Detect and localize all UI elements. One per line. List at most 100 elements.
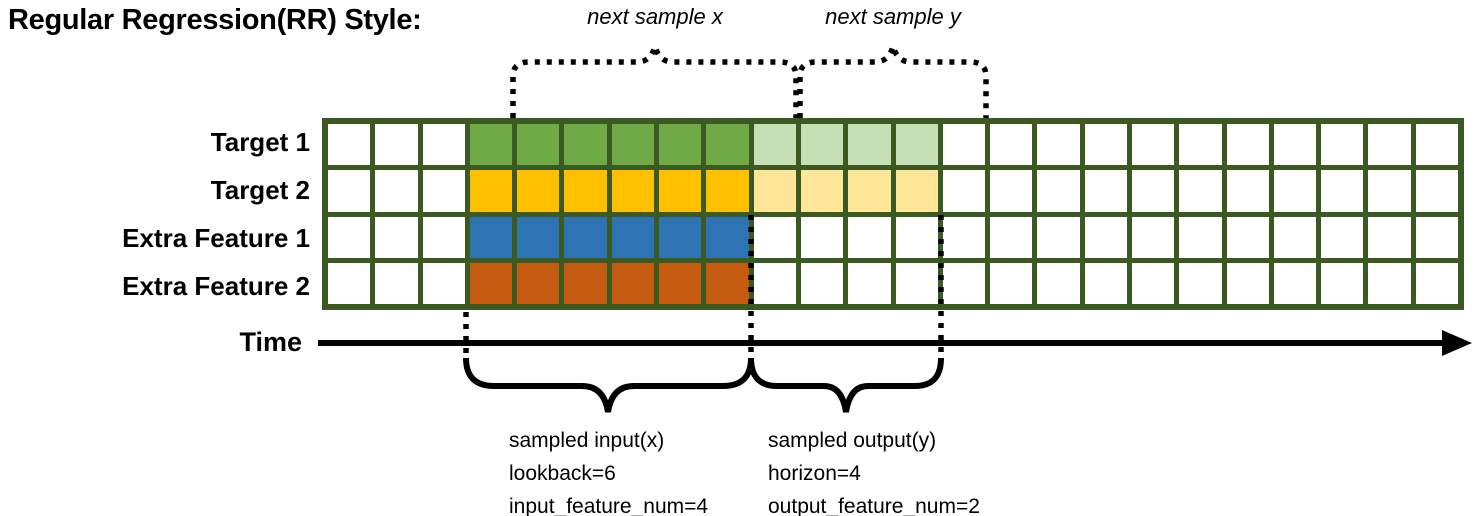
- grid-cell: [895, 216, 938, 258]
- grid-cell: [1368, 170, 1411, 212]
- grid-cell: [990, 216, 1033, 258]
- sampled-input-line-3: input_feature_num=4: [509, 495, 709, 516]
- grid-cell: [469, 262, 513, 304]
- sampled-output-line-2: horizon=4: [768, 462, 861, 485]
- grid-cell: [848, 170, 891, 212]
- grid-cell: [1037, 170, 1080, 212]
- grid-cell: [1415, 124, 1458, 166]
- grid-cell: [611, 262, 655, 304]
- grid-cell: [942, 262, 986, 304]
- sampled-input-caption: sampled input(x) lookback=6 input_featur…: [509, 424, 708, 516]
- grid-cell: [564, 124, 607, 166]
- grid-cell: [659, 124, 702, 166]
- grid-cell: [1037, 124, 1080, 166]
- grid-cell: [328, 170, 371, 212]
- grid-cell: [375, 262, 418, 304]
- grid-cell: [895, 170, 938, 212]
- grid-cell: [1226, 262, 1269, 304]
- row-labels: Target 1 Target 2 Extra Feature 1 Extra …: [0, 118, 310, 310]
- grid-cell: [564, 216, 607, 258]
- grid-cell: [753, 170, 796, 212]
- grid-cell: [1037, 216, 1080, 258]
- row-label-target-2: Target 2: [210, 174, 310, 205]
- sampled-output-line-1: sampled output(y): [768, 429, 937, 452]
- output-window-brace: [748, 357, 944, 413]
- grid-cell: [1084, 262, 1127, 304]
- grid-cell: [611, 170, 655, 212]
- grid-cell: [1273, 170, 1317, 212]
- input-window-brace: [463, 357, 754, 413]
- grid-cell: [517, 216, 560, 258]
- grid-cell: [1368, 262, 1411, 304]
- grid-cell: [942, 124, 986, 166]
- grid-cell: [328, 216, 371, 258]
- row-label-extra-feature-1: Extra Feature 1: [122, 222, 310, 253]
- time-arrow-head: [1442, 330, 1472, 356]
- grid-cell: [659, 170, 702, 212]
- grid-cell: [328, 262, 371, 304]
- grid-cell: [611, 216, 655, 258]
- time-axis-label: Time: [239, 327, 302, 357]
- grid-cell: [895, 262, 938, 304]
- sample-grid: [322, 118, 1464, 310]
- grid-cell: [706, 170, 749, 212]
- next-sample-y-brace: [797, 45, 989, 118]
- next-sample-x-label: next sample x: [587, 4, 723, 29]
- grid-cell: [706, 216, 749, 258]
- grid-cell: [1131, 170, 1175, 212]
- grid-cell: [1368, 216, 1411, 258]
- grid-cell: [800, 124, 844, 166]
- grid-cell: [848, 124, 891, 166]
- grid-cell: [1415, 170, 1458, 212]
- sampled-output-caption: sampled output(y) horizon=4 output_featu…: [768, 424, 980, 516]
- grid-cell: [328, 124, 371, 166]
- grid-cell: [469, 216, 513, 258]
- grid-cell: [1179, 170, 1222, 212]
- grid-cell: [753, 124, 796, 166]
- grid-cell: [1415, 216, 1458, 258]
- grid-cell: [422, 216, 465, 258]
- grid-cell: [517, 170, 560, 212]
- grid-cell: [564, 262, 607, 304]
- grid-cell: [800, 216, 844, 258]
- grid-cell: [564, 170, 607, 212]
- grid-cell: [990, 170, 1033, 212]
- grid-cell: [1273, 216, 1317, 258]
- grid-cell: [611, 124, 655, 166]
- grid-cell: [1368, 124, 1411, 166]
- grid-cell: [848, 262, 891, 304]
- grid-cell: [848, 216, 891, 258]
- grid-cell: [1084, 170, 1127, 212]
- grid-cell: [422, 262, 465, 304]
- grid-cell: [1131, 124, 1175, 166]
- next-sample-x-brace: [510, 45, 799, 118]
- grid-cell: [659, 216, 702, 258]
- grid-cell: [895, 124, 938, 166]
- grid-cell: [1084, 216, 1127, 258]
- grid-cell: [1131, 262, 1175, 304]
- grid-cell: [1321, 262, 1364, 304]
- grid-cell: [1179, 262, 1222, 304]
- grid-cell: [375, 170, 418, 212]
- grid-cell: [800, 262, 844, 304]
- grid-cell: [375, 124, 418, 166]
- next-sample-y-label: next sample y: [825, 4, 961, 29]
- grid-cell: [1321, 216, 1364, 258]
- grid-cell: [1226, 216, 1269, 258]
- grid-cell: [706, 262, 749, 304]
- grid-cell: [1415, 262, 1458, 304]
- grid-cell: [1037, 262, 1080, 304]
- grid-cell: [1084, 124, 1127, 166]
- grid-cell: [942, 216, 986, 258]
- grid-cell: [1179, 216, 1222, 258]
- grid-cell: [517, 124, 560, 166]
- grid-cell: [942, 170, 986, 212]
- grid-cell: [469, 124, 513, 166]
- grid-cell: [422, 124, 465, 166]
- sampled-input-line-1: sampled input(x): [509, 429, 665, 452]
- grid-cell: [1179, 124, 1222, 166]
- grid-cell: [422, 170, 465, 212]
- grid-cell: [517, 262, 560, 304]
- grid-cell: [469, 170, 513, 212]
- grid-cell: [706, 124, 749, 166]
